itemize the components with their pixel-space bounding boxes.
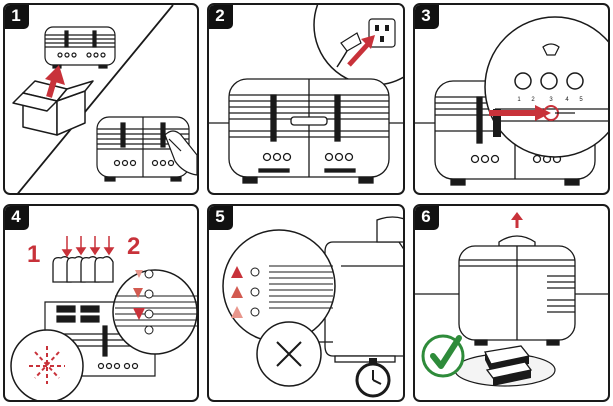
- step-5-number: 5: [209, 206, 233, 230]
- knob-label: 4: [565, 97, 569, 103]
- control-zoom-icon: [484, 16, 608, 158]
- step-6-panel: 6: [413, 204, 610, 402]
- knob-label: 5: [579, 97, 583, 103]
- hand-icon: [164, 130, 197, 176]
- step-6-number: 6: [415, 206, 439, 230]
- knob-label: 3: [549, 97, 553, 103]
- step-label-2: 2: [127, 233, 140, 260]
- lift-arrow-icon: [511, 212, 523, 228]
- toaster-icon: [209, 78, 403, 184]
- step-2-panel: 2: [207, 3, 405, 195]
- bread-icon: [52, 256, 114, 283]
- lever-zoom-icon: [112, 269, 197, 355]
- insert-arrows-icon: [61, 236, 115, 258]
- slider-icon: [489, 105, 575, 121]
- toaster-icon: [415, 235, 608, 346]
- timer-icon: [355, 358, 391, 398]
- check-icon: [421, 334, 465, 378]
- step-2-number: 2: [209, 5, 233, 29]
- step-4-panel: 4 1 2: [3, 204, 199, 402]
- toast-plate-icon: [454, 345, 556, 387]
- toaster-side-icon: [319, 216, 403, 363]
- toaster-small-icon: [44, 26, 116, 69]
- step-3-number: 3: [415, 5, 439, 29]
- step-1-panel: 1: [3, 3, 199, 195]
- step-label-1: 1: [27, 241, 40, 268]
- diagonal-divider: [17, 5, 174, 193]
- step-4-number: 4: [5, 206, 29, 230]
- knob-label: 2: [531, 97, 535, 103]
- box-open-icon: [12, 80, 94, 136]
- toaster-large-icon: [96, 116, 190, 182]
- lift-arrow-icon: [45, 65, 65, 98]
- knob-scale: 1 2 3 4 5: [517, 97, 583, 103]
- knob-label: 1: [517, 97, 521, 103]
- plug-socket-icon: [313, 5, 403, 86]
- heat-burst-icon: [10, 329, 84, 400]
- step-5-panel: 5: [207, 204, 405, 402]
- step-3-panel: 3: [413, 3, 610, 195]
- step-1-number: 1: [5, 5, 29, 29]
- cross-icon: [256, 321, 322, 387]
